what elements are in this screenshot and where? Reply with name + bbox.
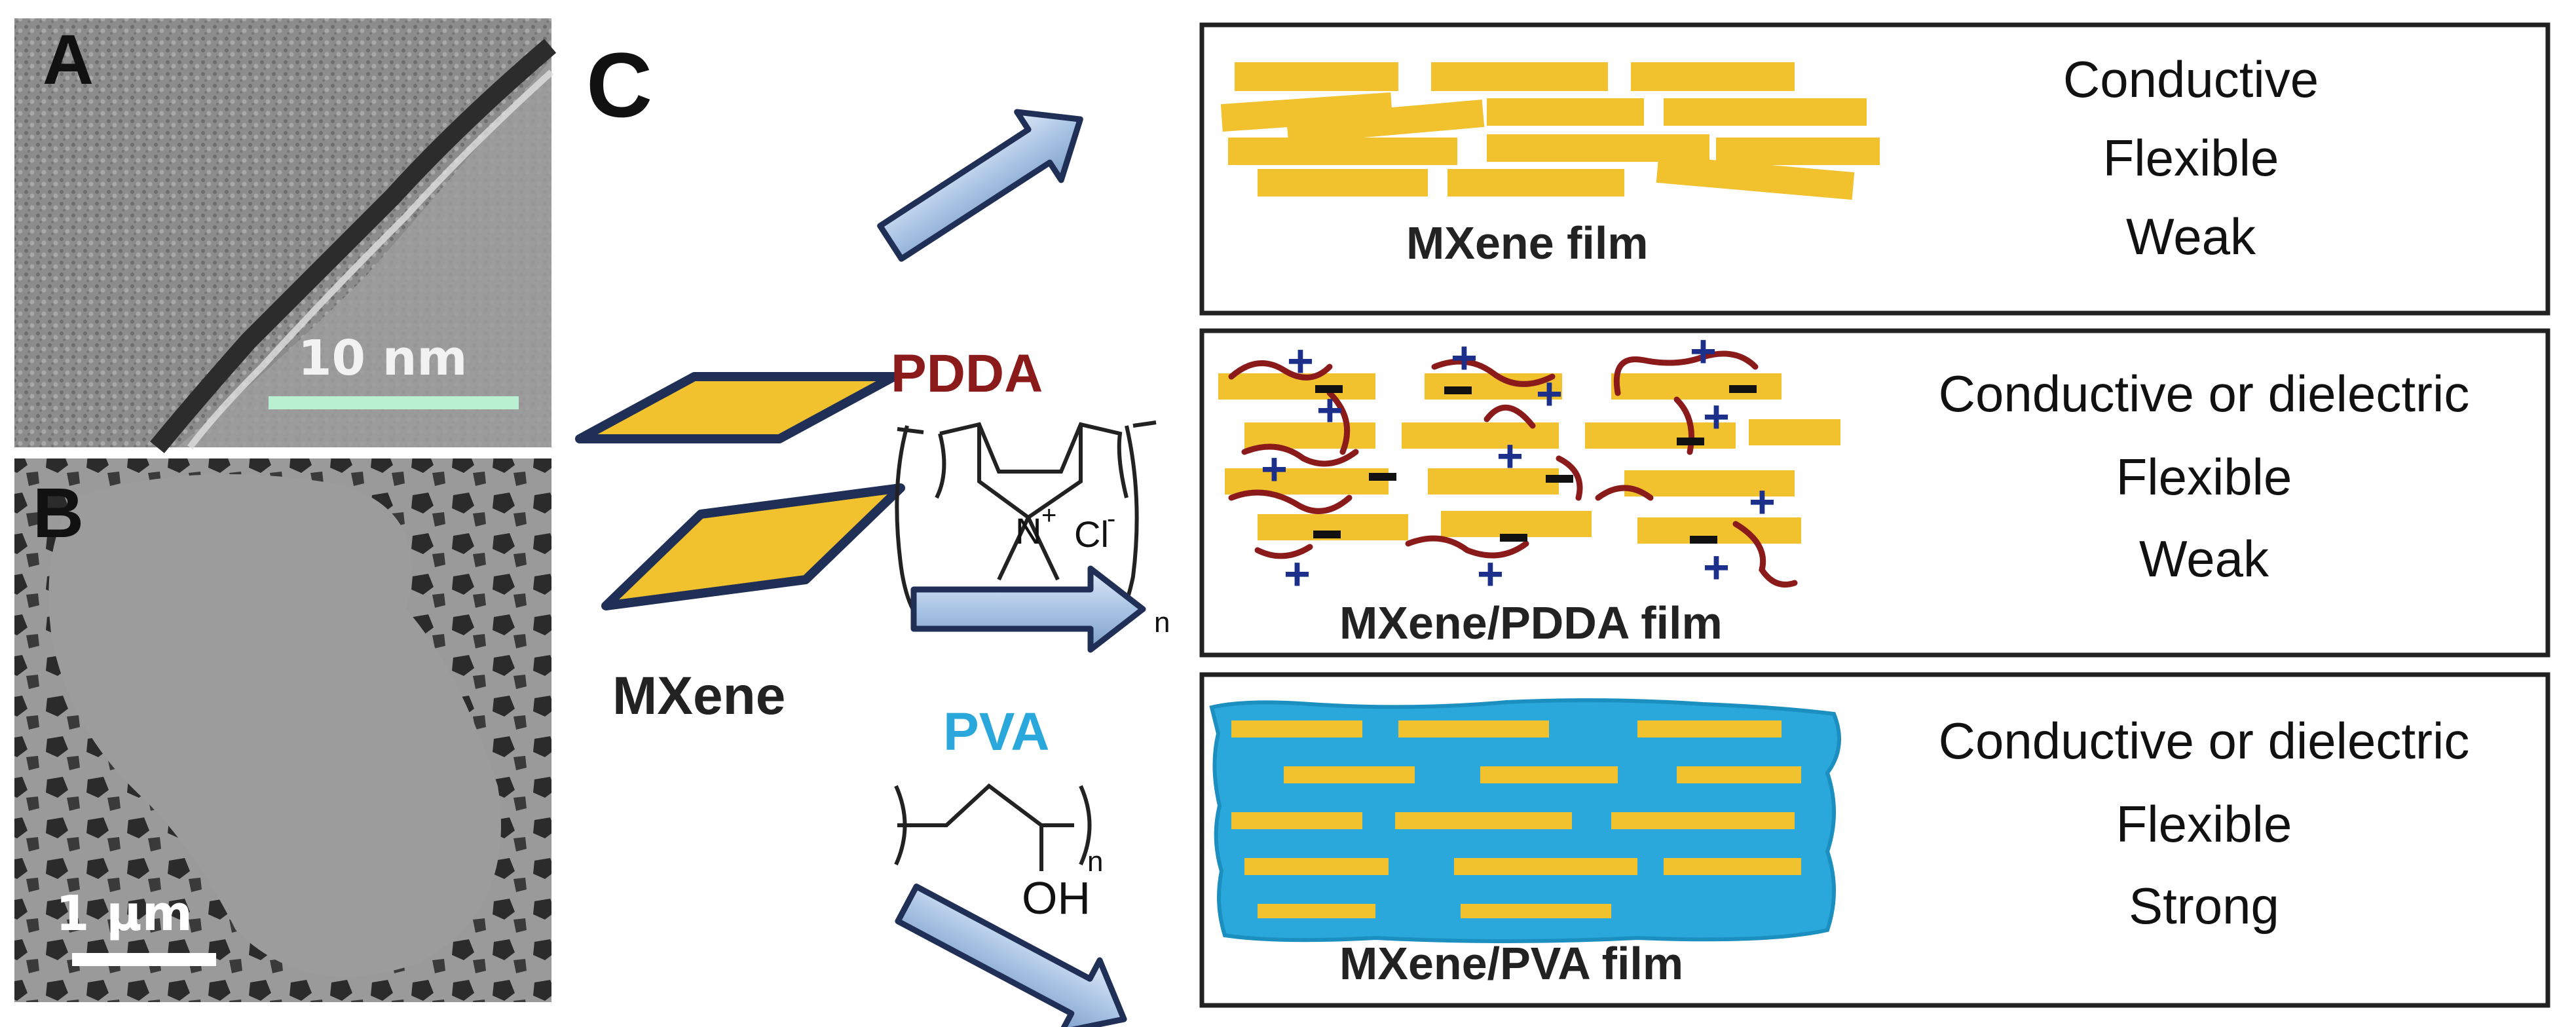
panel-c-letter: C xyxy=(586,33,652,136)
film-box-mxene: MXene film Conductive Flexible Weak xyxy=(1199,22,2550,316)
mxene-label: MXene xyxy=(612,666,785,726)
arrow-to-pdda-film xyxy=(910,565,1146,653)
pdda-cation-charge: + xyxy=(1041,501,1056,530)
pva-label: PVA xyxy=(943,702,1050,762)
panel-a-scalebar xyxy=(269,396,519,409)
panel-a-scalebar-label: 10 nm xyxy=(298,330,468,386)
pdda-film-property-2: Flexible xyxy=(2116,448,2292,506)
svg-text:+: + xyxy=(1703,542,1730,593)
pdda-film-property-3: Weak xyxy=(2139,530,2269,588)
pdda-label: PDDA xyxy=(891,344,1043,403)
mxene-film-property-3: Weak xyxy=(2126,208,2256,265)
arrow-to-pva-film xyxy=(895,884,1127,1027)
pva-film-property-3: Strong xyxy=(2129,877,2279,935)
panel-b-letter: B xyxy=(33,473,84,552)
film-box-mxene-pva: MXene/PVA film Conductive or dielectric … xyxy=(1199,672,2550,1008)
svg-text:+: + xyxy=(1284,548,1311,599)
pva-subscript: n xyxy=(1087,846,1103,878)
arrow-to-mxene-film xyxy=(877,109,1083,262)
pdda-subscript: n xyxy=(1154,607,1170,639)
panel-a-tem-image: A 10 nm xyxy=(14,18,557,453)
panel-b-scalebar xyxy=(72,953,216,966)
pdda-chains xyxy=(1228,350,1798,588)
mxene-film-property-1: Conductive xyxy=(2063,50,2319,108)
svg-text:+: + xyxy=(1287,335,1314,386)
svg-text:+: + xyxy=(1477,548,1504,599)
pdda-film-label: MXene/PDDA film xyxy=(1339,597,1723,648)
svg-text:+: + xyxy=(1536,368,1563,419)
mxene-film-label: MXene film xyxy=(1406,217,1649,269)
svg-text:+: + xyxy=(1497,430,1523,481)
pdda-charges: + + + + + + + + + + + + xyxy=(1261,326,1776,599)
pdda-counterion-charge: - xyxy=(1107,504,1115,533)
pva-film-flakes xyxy=(1231,720,1801,918)
pdda-film-property-1: Conductive or dielectric xyxy=(1939,365,2470,422)
svg-text:+: + xyxy=(1690,326,1717,377)
pva-structure xyxy=(894,783,1092,871)
svg-text:+: + xyxy=(1703,391,1730,442)
svg-text:+: + xyxy=(1451,332,1478,383)
film-box-mxene-pdda: + + + + + + + + + + + + MXene/PDDA film … xyxy=(1199,326,2550,658)
svg-text:+: + xyxy=(1261,443,1288,495)
mxene-film-stack xyxy=(1220,62,1880,200)
mxene-film-property-2: Flexible xyxy=(2103,129,2279,187)
pva-oh: OH xyxy=(1022,872,1091,924)
pdda-counterion: Cl xyxy=(1074,514,1109,555)
panel-a-letter: A xyxy=(43,20,94,99)
panel-b-sem-image: B 1 µm xyxy=(14,458,551,1002)
pva-film-label: MXene/PVA film xyxy=(1339,938,1683,989)
pva-film-property-2: Flexible xyxy=(2116,795,2292,853)
pdda-cation: N xyxy=(1015,510,1041,551)
panel-b-scalebar-label: 1 µm xyxy=(56,886,193,942)
svg-text:+: + xyxy=(1749,476,1776,527)
mxene-flakes xyxy=(575,372,905,610)
pva-film-property-1: Conductive or dielectric xyxy=(1939,712,2470,770)
